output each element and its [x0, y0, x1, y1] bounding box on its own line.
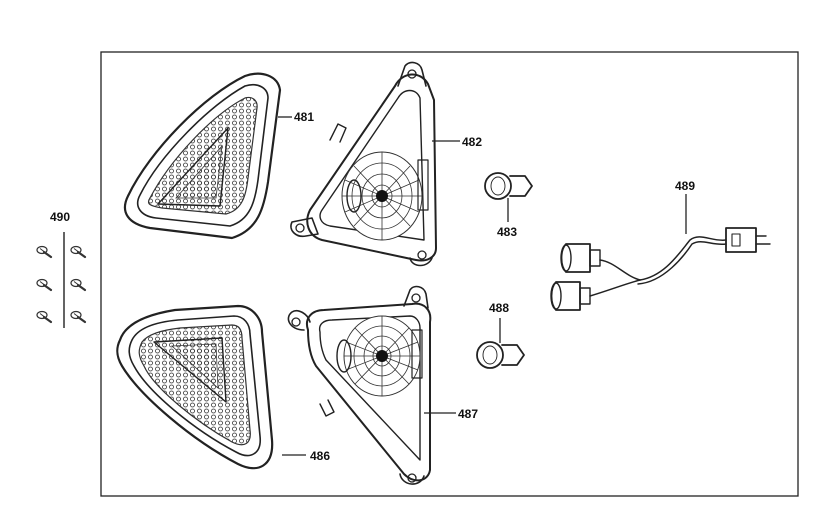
label-481: 481: [294, 110, 314, 124]
leader-lines: [278, 116, 687, 456]
part-481-reflector-lens: [123, 72, 282, 240]
part-487-lamp-housing: [287, 285, 432, 485]
label-483: 483: [497, 225, 517, 239]
part-483-bulb: [484, 172, 533, 200]
diagram-frame: [100, 51, 799, 497]
part-486-reflector-lens: [116, 304, 274, 470]
label-487: 487: [458, 407, 478, 421]
label-488: 488: [489, 301, 509, 315]
label-490: 490: [50, 210, 70, 224]
label-489: 489: [675, 179, 695, 193]
label-482: 482: [462, 135, 482, 149]
part-482-lamp-housing: [290, 61, 437, 267]
part-489-wiring-harness: [550, 227, 771, 311]
part-488-bulb: [476, 341, 525, 369]
label-486: 486: [310, 449, 330, 463]
part-490-screws: [35, 232, 87, 328]
